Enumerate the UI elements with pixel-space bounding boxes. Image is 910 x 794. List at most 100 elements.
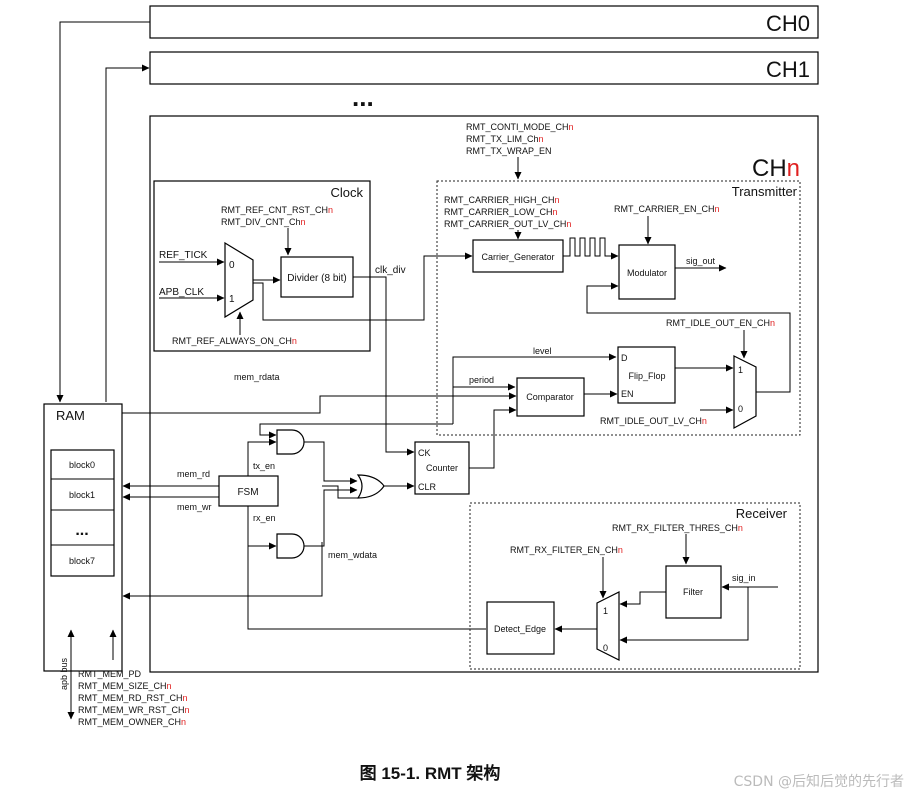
reg-mem-owner: RMT_MEM_OWNER_CHn — [78, 717, 186, 727]
wire-tx-en — [247, 438, 277, 476]
tx-mux-in1: 1 — [738, 365, 743, 375]
counter-clr: CLR — [418, 482, 437, 492]
wire-counter-comparator — [469, 406, 517, 469]
wire-tx-and-in — [259, 423, 453, 439]
period-label: period — [469, 375, 494, 385]
tx-mux-in0: 0 — [738, 404, 743, 414]
reg-idle-out-lv: RMT_IDLE_OUT_LV_CHn — [600, 416, 707, 426]
ch0-bar — [149, 5, 819, 39]
ch1-bar — [149, 51, 819, 85]
reg-carrier-high: RMT_CARRIER_HIGH_CHn — [444, 195, 560, 205]
reg-tx-wrap: RMT_TX_WRAP_EN — [466, 146, 552, 156]
receiver-title: Receiver — [736, 506, 788, 521]
counter-label: Counter — [426, 463, 458, 473]
clock-title: Clock — [330, 185, 363, 200]
ref-tick-label: REF_TICK — [159, 250, 208, 261]
tx-and-gate — [276, 429, 305, 455]
reg-rx-filter-en: RMT_RX_FILTER_EN_CHn — [510, 545, 623, 555]
ram-block-7: block7 — [69, 556, 95, 566]
wire-and-join — [322, 485, 358, 499]
rx-and-gate — [276, 533, 305, 559]
reg-idle-out-en: RMT_IDLE_OUT_EN_CHn — [666, 318, 775, 328]
reg-ref-always-on: RMT_REF_ALWAYS_ON_CHn — [172, 336, 297, 346]
ram-block-ellipsis: ... — [75, 522, 88, 539]
wire-tx-and-out — [304, 441, 358, 485]
wire-clk-to-carrier — [253, 252, 473, 321]
ram-title: RAM — [56, 408, 85, 423]
receiver-box — [469, 502, 801, 670]
clock-mux-in0: 0 — [229, 260, 235, 271]
wire-filter-mux — [619, 591, 666, 608]
wire-mem-wdata — [122, 542, 323, 600]
transmitter-title: Transmitter — [732, 184, 798, 199]
divider-label: Divider (8 bit) — [287, 273, 346, 284]
flip-flop-label: Flip_Flop — [628, 371, 665, 381]
ram-block-0: block0 — [69, 460, 95, 470]
wire-rx-and-out — [304, 486, 358, 547]
clock-mux-in1: 1 — [229, 294, 235, 305]
ram-block-1: block1 — [69, 490, 95, 500]
reg-mem-size: RMT_MEM_SIZE_CHn — [78, 681, 172, 691]
ch1-label: CH1 — [766, 57, 810, 82]
wire-detect-edge-fsm — [247, 546, 486, 630]
detect-edge-block — [486, 601, 555, 655]
flip-flop-en: EN — [621, 389, 634, 399]
detect-edge-label: Detect_Edge — [494, 624, 546, 634]
reg-div-cnt: RMT_DIV_CNT_Chn — [221, 217, 306, 227]
reg-tx-lim: RMT_TX_LIM_Chn — [466, 134, 544, 144]
reg-carrier-low: RMT_CARRIER_LOW_CHn — [444, 207, 558, 217]
comparator-label: Comparator — [526, 392, 574, 402]
tx-idle-mux — [733, 355, 757, 430]
wire-sig-in-bypass — [619, 587, 749, 644]
rx-mux-in1: 1 — [603, 606, 608, 616]
modulator-label: Modulator — [627, 268, 667, 278]
wire-ch0-ram — [56, 21, 150, 403]
rx-mux-in0: 0 — [603, 643, 608, 653]
filter-label: Filter — [683, 587, 703, 597]
figure-caption: 图 15-1. RMT 架构 — [360, 763, 501, 783]
carrier-generator-label: Carrier_Generator — [481, 252, 554, 262]
mem-wdata-label: mem_wdata — [328, 550, 377, 560]
top-registers: RMT_CONTI_MODE_CHn RMT_TX_LIM_Chn RMT_TX… — [466, 122, 574, 156]
mem-rdata-label: mem_rdata — [234, 372, 280, 382]
reg-rx-filter-thres: RMT_RX_FILTER_THRES_CHn — [612, 523, 743, 533]
apb-clk-label: APB_CLK — [159, 287, 204, 298]
modulator-block — [618, 244, 676, 300]
counter-ck: CK — [418, 448, 431, 458]
mem-rd-label: mem_rd — [177, 469, 210, 479]
channels-ellipsis: ... — [352, 82, 374, 112]
comparator-block — [516, 377, 585, 417]
reg-ref-cnt-rst: RMT_REF_CNT_RST_CHn — [221, 205, 333, 215]
ram-blocks-group — [50, 449, 115, 577]
mem-wr-label: mem_wr — [177, 502, 212, 512]
apb-bus-label: apb bus — [59, 657, 69, 690]
reg-conti-mode: RMT_CONTI_MODE_CHn — [466, 122, 574, 132]
ch0-label: CH0 — [766, 11, 810, 36]
rx-mux — [596, 591, 620, 661]
reg-carrier-en: RMT_CARRIER_EN_CHn — [614, 204, 720, 214]
counter-block — [414, 441, 470, 495]
reg-mem-wr-rst: RMT_MEM_WR_RST_CHn — [78, 705, 190, 715]
sig-in-label: sig_in — [732, 573, 756, 583]
clk-div-label: clk_div — [375, 265, 406, 276]
or-gate — [356, 474, 385, 499]
transmitter-box — [436, 180, 801, 436]
wire-ram-ch1 — [105, 64, 150, 402]
carrier-waveform — [563, 237, 619, 260]
flip-flop-block — [617, 346, 676, 404]
watermark: CSDN @后知后觉的先行者 — [734, 773, 904, 790]
wire-level — [452, 353, 617, 424]
reg-carrier-out-lv: RMT_CARRIER_OUT_LV_CHn — [444, 219, 571, 229]
level-label: level — [533, 346, 552, 356]
clock-mux — [224, 241, 254, 319]
sig-out-label: sig_out — [686, 256, 716, 266]
reg-mem-rd-rst: RMT_MEM_RD_RST_CHn — [78, 693, 188, 703]
reg-mem-pd: RMT_MEM_PD — [78, 669, 142, 679]
fsm-label: FSM — [237, 487, 258, 498]
tx-en-label: tx_en — [253, 461, 275, 471]
rx-en-label: rx_en — [253, 513, 276, 523]
wire-mem-rdata — [122, 392, 517, 414]
chn-label: CHn — [752, 155, 800, 182]
